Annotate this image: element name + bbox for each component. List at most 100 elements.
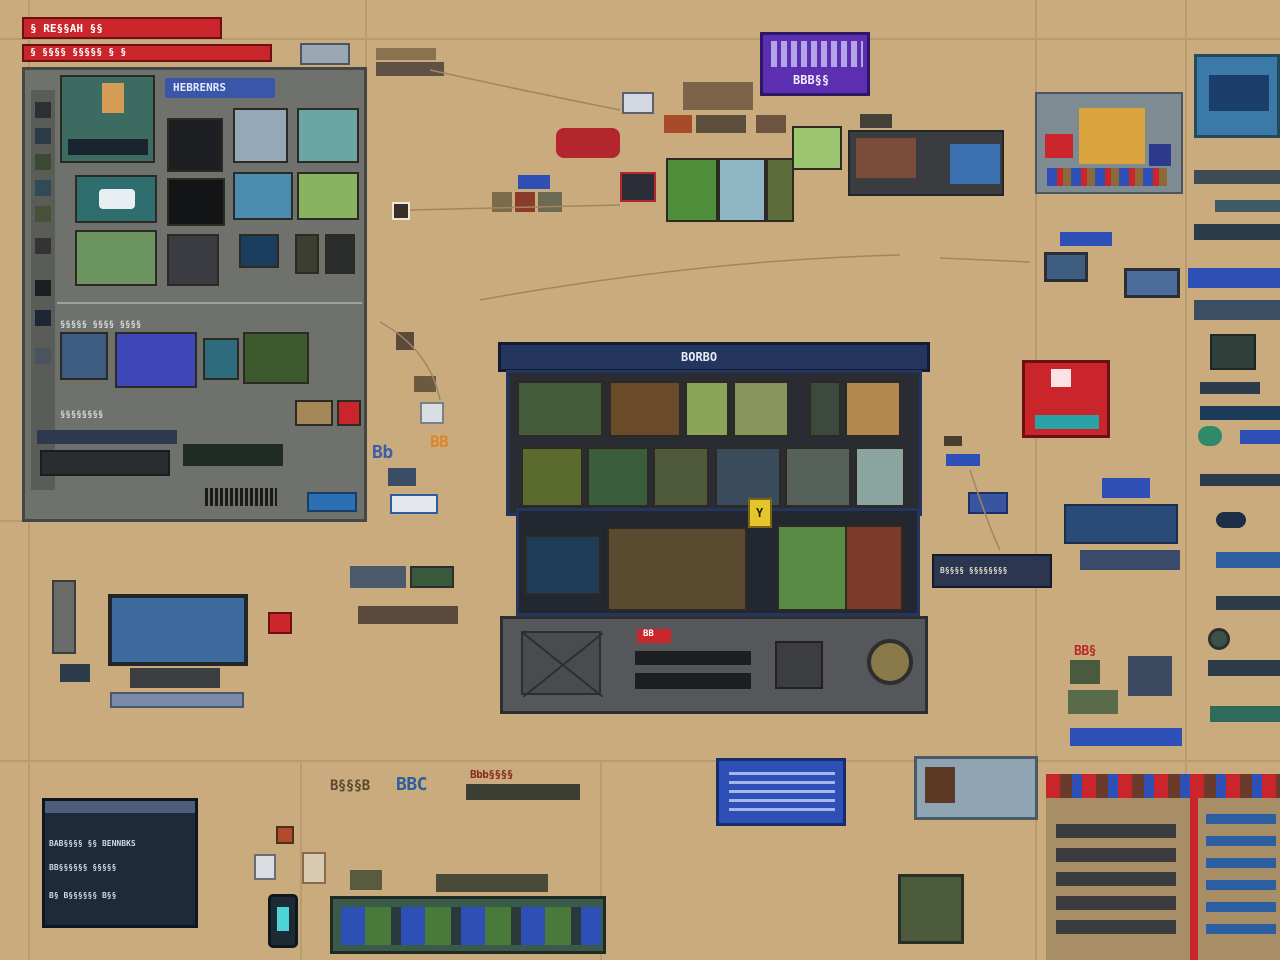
- list-strip[interactable]: [1240, 430, 1280, 444]
- game-thumbnail[interactable]: [718, 158, 766, 222]
- header-bar-secondary[interactable]: § §§§§ §§§§§ § §: [22, 44, 272, 62]
- list-strip[interactable]: [1210, 334, 1256, 370]
- game-thumbnail[interactable]: [845, 525, 903, 611]
- game-thumbnail[interactable]: [75, 230, 157, 286]
- game-thumbnail[interactable]: [525, 535, 601, 595]
- sprite-icon[interactable]: [492, 192, 512, 212]
- tag-chip[interactable]: [376, 62, 444, 76]
- phone-icon[interactable]: [268, 894, 298, 948]
- sidebar-item[interactable]: [35, 348, 51, 364]
- game-thumbnail[interactable]: [685, 381, 729, 437]
- sprite-icon[interactable]: [392, 202, 410, 220]
- info-card[interactable]: [622, 92, 654, 114]
- game-thumbnail[interactable]: [167, 178, 225, 226]
- game-thumbnail[interactable]: [785, 447, 851, 507]
- game-thumbnail[interactable]: [809, 381, 841, 437]
- monitor-icon[interactable]: [1044, 252, 1088, 282]
- list-strip[interactable]: [1188, 268, 1280, 288]
- chip-row[interactable]: [350, 566, 406, 588]
- game-thumbnail[interactable]: [715, 447, 781, 507]
- sidebar-item[interactable]: [35, 102, 51, 118]
- red-device[interactable]: [1022, 360, 1110, 438]
- game-thumbnail[interactable]: [75, 175, 157, 223]
- info-banner[interactable]: B§§§§ §§§§§§§§: [932, 554, 1052, 588]
- content-strip[interactable]: [37, 430, 177, 444]
- tag-chip[interactable]: [376, 48, 436, 60]
- chip-row[interactable]: [1102, 478, 1150, 498]
- game-thumbnail[interactable]: [295, 234, 319, 274]
- game-thumbnail[interactable]: [60, 75, 155, 163]
- blue-monitor-card[interactable]: [1194, 54, 1280, 138]
- node-icon[interactable]: [276, 826, 294, 844]
- game-thumbnail[interactable]: [243, 332, 309, 384]
- list-strip[interactable]: [1200, 474, 1280, 486]
- content-strip[interactable]: [183, 444, 283, 466]
- chip-row[interactable]: [436, 874, 548, 892]
- chip-row[interactable]: [1128, 656, 1172, 696]
- dark-dashboard-card[interactable]: [848, 130, 1004, 196]
- list-strip[interactable]: [1070, 728, 1182, 746]
- action-button[interactable]: [307, 492, 357, 512]
- chip[interactable]: [756, 115, 786, 133]
- node-icon[interactable]: [302, 852, 326, 884]
- chip-row[interactable]: [1064, 504, 1178, 544]
- node-icon[interactable]: [944, 436, 962, 446]
- terminal-window[interactable]: BAB§§§§ §§ BENNBKS BB§§§§§§ §§§§§ B§ B§§…: [42, 798, 198, 928]
- rack-item[interactable]: [60, 664, 90, 682]
- node-icon[interactable]: [396, 332, 414, 350]
- machine-badge[interactable]: Y: [748, 498, 772, 528]
- alert-icon[interactable]: [268, 612, 292, 634]
- chip-row[interactable]: [350, 870, 382, 890]
- game-thumbnail[interactable]: [203, 338, 239, 380]
- game-thumbnail[interactable]: [115, 332, 197, 388]
- dial-icon[interactable]: [867, 639, 913, 685]
- chip-row[interactable]: [1068, 690, 1118, 714]
- chip-row[interactable]: [1080, 550, 1180, 570]
- game-thumbnail[interactable]: [607, 527, 747, 611]
- game-thumbnail[interactable]: [297, 172, 359, 220]
- game-collage-card[interactable]: [1035, 92, 1183, 194]
- gear-icon[interactable]: [1208, 628, 1230, 650]
- game-thumbnail[interactable]: [666, 158, 718, 222]
- node-icon[interactable]: [390, 494, 438, 514]
- node-icon[interactable]: [420, 402, 444, 424]
- monitor-icon[interactable]: [1124, 268, 1180, 298]
- blue-dialog[interactable]: [716, 758, 846, 826]
- sprite-icon[interactable]: [538, 192, 562, 212]
- sprite-icon[interactable]: [518, 175, 550, 189]
- sidebar-item[interactable]: [35, 238, 51, 254]
- sidebar-item[interactable]: [35, 206, 51, 222]
- left-rack[interactable]: [52, 580, 76, 654]
- node-icon[interactable]: [968, 492, 1008, 514]
- sprite-cluster[interactable]: [556, 128, 620, 158]
- chip[interactable]: [664, 115, 692, 133]
- list-strip[interactable]: [1216, 596, 1280, 610]
- blue-chip[interactable]: [1060, 232, 1112, 246]
- content-strip[interactable]: [40, 450, 170, 476]
- sprite-icon[interactable]: [620, 172, 656, 202]
- game-thumbnail[interactable]: [766, 158, 794, 222]
- list-strip[interactable]: [1194, 300, 1280, 320]
- game-thumbnail[interactable]: [233, 172, 293, 220]
- image-card[interactable]: [914, 756, 1038, 820]
- header-mini-panel[interactable]: [300, 43, 350, 65]
- list-strip[interactable]: [1210, 706, 1280, 722]
- sidebar-item[interactable]: [35, 128, 51, 144]
- chip[interactable]: [860, 114, 892, 128]
- game-thumbnail[interactable]: [587, 447, 649, 507]
- list-strip[interactable]: [1194, 170, 1280, 184]
- monitor[interactable]: [108, 594, 248, 666]
- content-strip[interactable]: [205, 488, 277, 506]
- game-thumbnail[interactable]: [337, 400, 361, 426]
- image-card[interactable]: [898, 874, 964, 944]
- list-strip[interactable]: [1216, 552, 1280, 568]
- node-icon[interactable]: [254, 854, 276, 880]
- bottom-right-collage[interactable]: [1046, 774, 1280, 960]
- header-bar-primary[interactable]: § RE§§AH §§: [22, 17, 222, 39]
- toggle-icon[interactable]: [1198, 426, 1222, 446]
- chip-row[interactable]: [696, 115, 746, 133]
- game-thumbnail[interactable]: [233, 108, 288, 163]
- chip-row[interactable]: [1070, 660, 1100, 684]
- list-strip[interactable]: [1200, 406, 1280, 420]
- game-strip[interactable]: [330, 896, 606, 954]
